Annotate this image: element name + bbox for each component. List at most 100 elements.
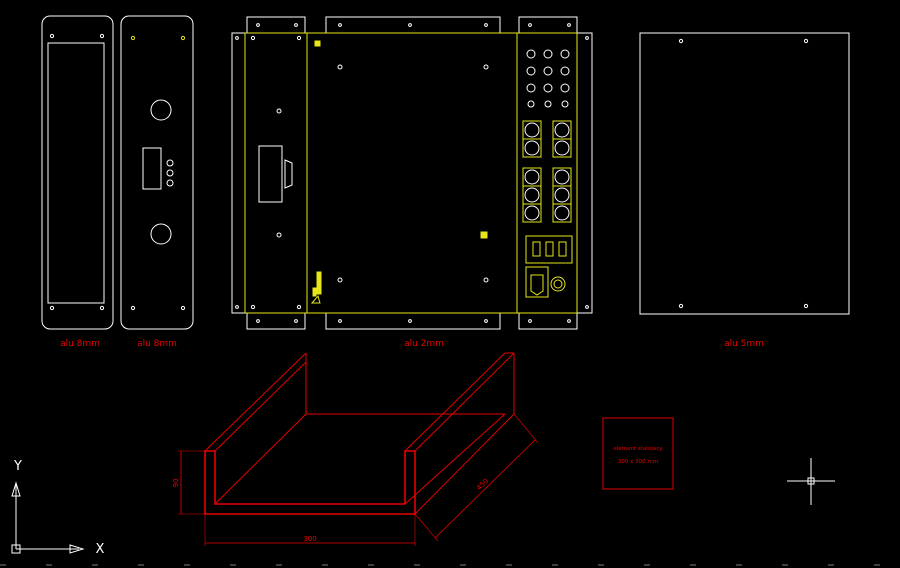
box-power-section [525,235,573,298]
back-panel-led-hole [166,169,174,177]
plate-hole [803,38,809,44]
xlr-socket-hole [554,205,570,221]
switch [532,241,541,257]
xlr-socket-frame [552,167,572,187]
rear-jack-hole [526,66,536,76]
xlr-socket-frame [522,203,542,223]
dim-ext-line [414,513,439,542]
box-hole [484,319,488,323]
box-hole [484,23,488,27]
box-hole [276,232,282,238]
box-hole [408,319,412,323]
switch-cutout [525,235,573,264]
xlr-socket-hole [524,205,540,221]
xlr-socket-hole [524,140,540,156]
box-rear-connectors [526,49,570,108]
crosshair-pickbox [807,477,815,485]
xlr-socket-hole [554,122,570,138]
box-hole [276,108,282,114]
front-panel-hole [49,305,55,311]
back-panel-hole [130,35,136,41]
xlr-socket-hole [524,187,540,203]
box-hole [296,304,302,310]
rear-jack-hole [526,49,536,59]
note-line-1: element stalujacy [613,446,663,452]
box-rear-section [516,32,578,314]
box-hole [235,305,239,309]
back-panel [120,15,194,330]
box-hole [294,23,298,27]
ucs-x-label: X [96,542,105,557]
channel-edge [204,352,307,452]
ucs-origin [11,544,21,554]
marker [312,287,317,297]
xlr-socket-frame [552,203,572,223]
note-frame [602,417,674,490]
rear-jack-hole [560,83,570,93]
rear-jack-hole [527,100,535,108]
back-panel-led-hole [166,179,174,187]
rear-jack-hole [526,83,536,93]
back-panel-yellow-holes [130,35,186,41]
rear-jack-hole [543,49,553,59]
box-hole [483,64,489,70]
box-hole [256,319,260,323]
box-hole [256,23,260,27]
rear-jack-hole [544,100,552,108]
xlr-socket-hole [554,187,570,203]
box-hole [294,319,298,323]
box-hole [408,23,412,27]
xlr-socket-frame [522,185,542,205]
ucs-y-arrow [11,481,21,497]
rear-jack-hole [543,83,553,93]
switch [545,241,554,257]
xlr-socket-frame [552,120,572,140]
plate-label: alu 5mm [724,339,764,349]
xlr-socket-frame [552,185,572,205]
plate-hole [678,303,684,309]
channel-edge [214,413,307,505]
box-hole [585,305,589,309]
rear-jack-hole [560,66,570,76]
front-panel-cutout [47,42,105,304]
box-side-connector [284,159,293,189]
box-markers [310,40,488,304]
iec-socket [530,274,544,296]
front-panel-hole [99,305,105,311]
back-panel-hole [180,305,186,311]
box-hole [567,23,571,27]
box-hole [296,35,302,41]
xlr-socket-frame [522,120,542,140]
plate [639,32,850,315]
dim-depth-label: 450 [475,477,490,492]
back-panel-led-hole [166,159,174,167]
box-hole [483,277,489,283]
box-label: alu 2mm [404,339,444,349]
xlr-socket-frame [522,138,542,158]
plate-hole [803,303,809,309]
box-hole [528,319,532,323]
marker [316,271,322,295]
box-hole [338,319,342,323]
box-hole [250,304,256,310]
dim-ext-line [513,413,539,444]
channel-edge [414,352,515,452]
box-hole [338,23,342,27]
box-development [231,16,593,330]
dim-depth-line [434,439,536,539]
ucs-y-label: Y [13,459,22,474]
iec-socket-cutout [525,266,549,298]
xlr-socket-hole [554,140,570,156]
fuse-holder-inner [553,279,563,289]
back-panel-label: alu 8mm [137,339,177,349]
switch [558,241,567,257]
box-hole [528,23,532,27]
xlr-socket-hole [554,169,570,185]
xlr-socket-frame [552,138,572,158]
marker [314,40,321,47]
marker [480,231,488,239]
note-box: element stalujacy 300 x 300 mm [602,417,674,490]
box-xlr-sockets [522,120,572,223]
back-panel-knob-hole [150,223,172,245]
